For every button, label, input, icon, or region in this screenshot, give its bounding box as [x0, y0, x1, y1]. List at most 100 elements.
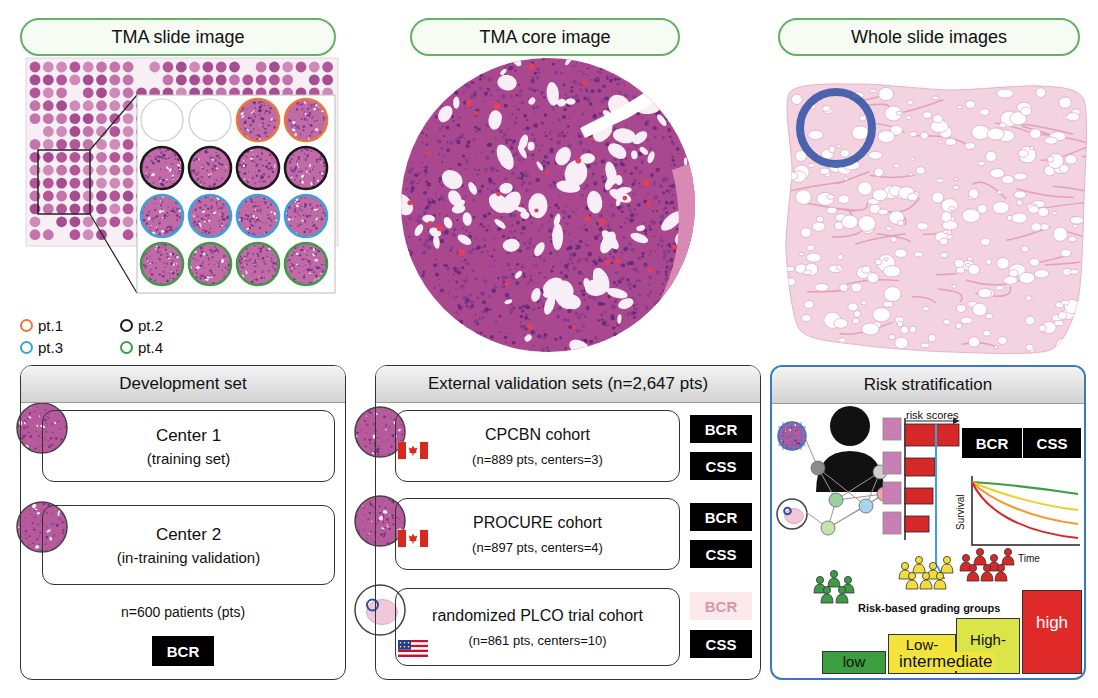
nucleus — [602, 180, 606, 184]
tissue-core — [237, 194, 279, 237]
tma-spot — [83, 87, 94, 98]
nucleus — [305, 167, 307, 169]
nucleus — [172, 207, 174, 209]
tma-spot — [83, 75, 94, 86]
nucleus — [170, 210, 172, 212]
nucleus — [315, 227, 318, 230]
nucleus — [522, 219, 525, 222]
nucleus — [538, 71, 540, 73]
nucleus — [260, 277, 262, 279]
nucleus — [196, 180, 198, 182]
nucleus — [166, 182, 167, 183]
empty-core — [141, 99, 183, 141]
gland-lumen — [300, 180, 304, 184]
nucleus — [274, 161, 275, 162]
gland-lumen — [156, 245, 158, 247]
nucleus — [624, 85, 625, 86]
nucleus — [303, 126, 305, 128]
tma-spot — [229, 62, 240, 73]
tma-spot — [43, 139, 54, 150]
gland-lumen — [315, 128, 319, 131]
tma-spot — [83, 113, 94, 124]
gland-lumen — [314, 259, 318, 262]
tma-spot — [109, 75, 120, 86]
core-texture — [238, 242, 280, 285]
nucleus — [254, 259, 256, 261]
nucleus — [208, 185, 211, 188]
nucleus — [156, 279, 157, 280]
nucleus — [264, 105, 266, 107]
nucleus — [176, 214, 179, 217]
nucleus — [173, 278, 175, 280]
nucleus — [208, 163, 210, 165]
nucleus — [317, 109, 319, 111]
nucleus — [170, 269, 171, 270]
nucleus — [313, 271, 315, 273]
tissue-core — [237, 147, 279, 189]
nucleus — [271, 157, 273, 159]
tissue-core — [284, 147, 327, 189]
nucleus — [158, 246, 161, 249]
nucleus — [306, 149, 308, 151]
core-ring — [189, 195, 231, 237]
nucleus — [213, 170, 215, 172]
nucleus — [251, 225, 253, 227]
gland-lumen — [155, 248, 157, 250]
nucleus — [639, 183, 641, 185]
nucleus — [216, 202, 218, 204]
nucleus — [289, 161, 292, 164]
nucleus — [164, 218, 165, 219]
nucleus — [317, 249, 319, 251]
gland-lumen — [243, 178, 245, 180]
nucleus — [251, 201, 253, 203]
nucleus — [244, 121, 245, 122]
nucleus — [632, 284, 636, 288]
nucleus — [301, 118, 303, 120]
nucleus — [239, 164, 241, 166]
nucleus — [238, 259, 241, 262]
nucleus — [268, 162, 271, 165]
gland-lumen — [315, 252, 316, 253]
nucleus — [531, 272, 532, 273]
nucleus — [172, 153, 173, 154]
nucleus — [164, 247, 165, 248]
nucleus — [306, 117, 308, 119]
nucleus — [614, 327, 616, 329]
nucleus — [299, 104, 300, 105]
nucleus — [145, 175, 147, 177]
nucleus — [422, 270, 425, 273]
tma-spot — [123, 152, 134, 163]
nucleus — [635, 279, 638, 282]
nucleus — [149, 155, 151, 157]
nucleus — [264, 263, 266, 265]
nucleus — [534, 123, 538, 127]
gland-lumen — [172, 263, 175, 267]
nucleus — [255, 172, 256, 173]
tma-spot — [96, 100, 107, 111]
tma-spot — [123, 229, 134, 240]
nucleus — [254, 270, 256, 272]
core-ring — [141, 243, 183, 285]
tissue-core — [141, 243, 183, 285]
nucleus — [625, 158, 627, 160]
nucleus — [163, 216, 165, 218]
nucleus — [466, 144, 470, 148]
nucleus — [268, 168, 271, 171]
nucleus — [564, 274, 568, 278]
nucleus — [196, 223, 198, 225]
core-texture — [285, 99, 327, 140]
tma-spot — [256, 62, 267, 73]
nucleus — [312, 130, 314, 132]
nucleus — [151, 218, 154, 221]
tma-spot — [203, 62, 214, 73]
nucleus — [154, 209, 156, 211]
nucleus — [160, 151, 163, 154]
nucleus — [223, 218, 226, 221]
nucleus — [472, 243, 473, 244]
nucleus — [609, 79, 613, 83]
nucleus — [443, 135, 445, 137]
gland-lumen — [166, 166, 170, 170]
nucleus — [244, 121, 247, 124]
core-ring — [285, 195, 327, 237]
nucleus — [254, 182, 256, 184]
